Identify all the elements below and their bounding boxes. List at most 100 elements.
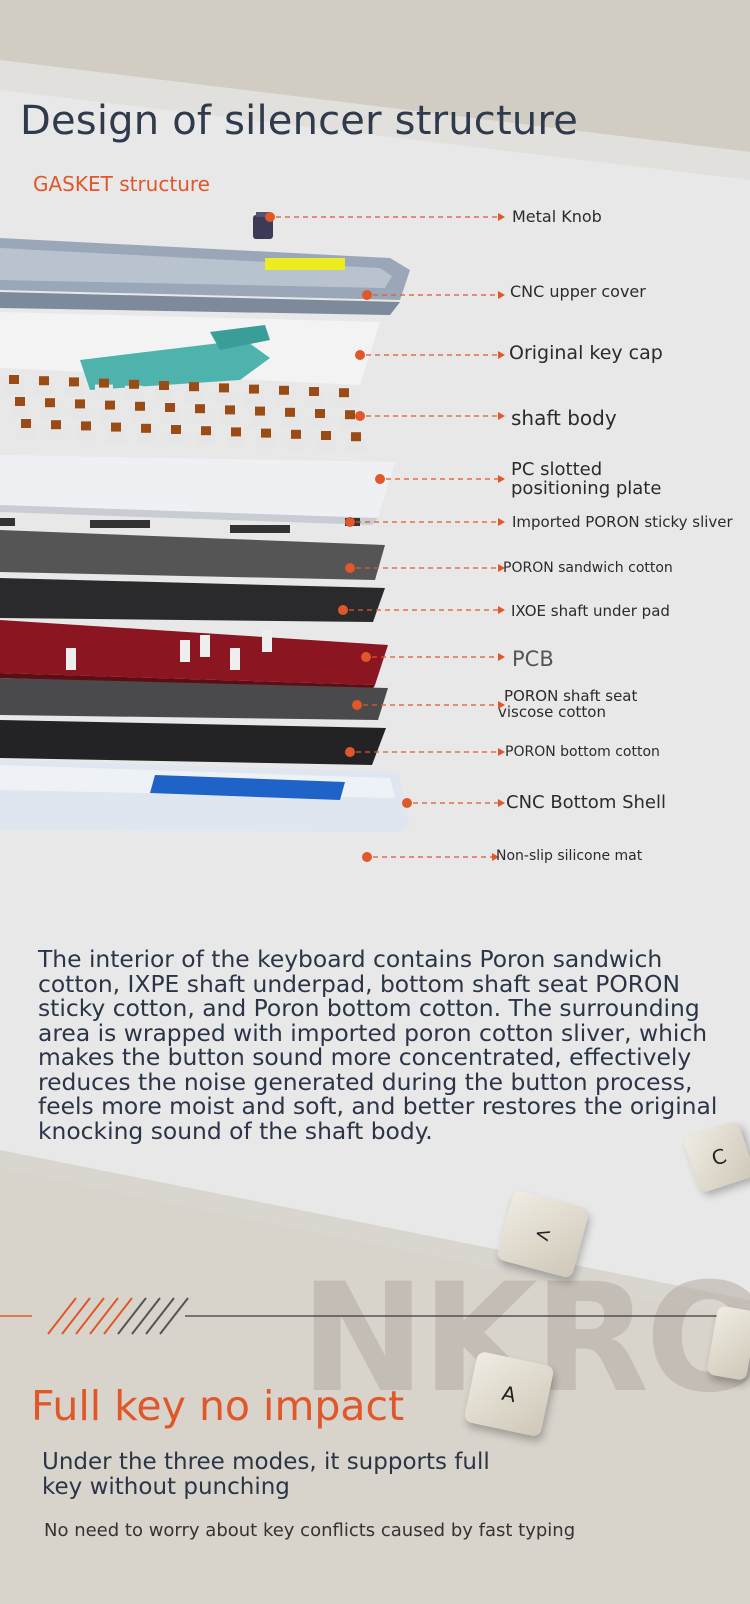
feature-text: Under the three modes, it supports full … xyxy=(42,1449,490,1500)
switch-body xyxy=(305,393,323,407)
switch-stem xyxy=(315,409,325,418)
label-shaft-seat-line2: viscose cotton xyxy=(498,703,606,721)
switch-stem xyxy=(75,399,85,409)
callout-dot xyxy=(338,605,348,615)
label-plate-line1: PC slotted xyxy=(511,459,603,480)
switch-body xyxy=(347,438,365,453)
callout-dot xyxy=(345,747,355,757)
label-sandwich-cotton: PORON sandwich cotton xyxy=(503,560,673,576)
switch-stem xyxy=(219,383,229,393)
switch-stem xyxy=(99,378,109,388)
divider-stripe xyxy=(89,1297,119,1335)
callout-dot xyxy=(402,798,412,808)
callout-arrow xyxy=(498,606,505,614)
description-paragraph: The interior of the keyboard contains Po… xyxy=(38,945,718,1145)
callout-arrow xyxy=(498,653,505,661)
feature-note: No need to worry about key conflicts cau… xyxy=(44,1520,576,1541)
callout-lines xyxy=(265,212,505,862)
callout-arrow xyxy=(498,518,505,526)
callout-arrow xyxy=(498,799,505,807)
switch-body xyxy=(155,387,173,401)
callout-dot xyxy=(345,517,355,527)
bottom-shell-graphic xyxy=(0,760,410,832)
switch-body xyxy=(11,403,29,417)
switch-stem xyxy=(39,376,49,386)
plate-graphic xyxy=(0,455,395,525)
divider-stripe xyxy=(47,1297,77,1335)
callout-dot xyxy=(375,474,385,484)
label-key-cap: Original key cap xyxy=(509,342,663,364)
switch-body xyxy=(167,431,185,445)
switch-stem xyxy=(321,431,331,440)
switch-stem xyxy=(15,397,25,406)
switch-body xyxy=(287,435,305,450)
under-pad-graphic xyxy=(0,578,385,622)
callout-arrow xyxy=(498,351,505,359)
switch-body xyxy=(215,389,233,404)
switch-body xyxy=(185,388,203,403)
callout-arrow xyxy=(498,475,505,483)
label-bottom-cotton: PORON bottom cotton xyxy=(505,744,660,760)
callout-dot xyxy=(362,290,372,300)
switch-stem xyxy=(159,381,169,390)
switch-body xyxy=(101,406,119,421)
switch-body xyxy=(77,427,95,442)
switch-stem xyxy=(339,388,349,398)
callout-dot xyxy=(345,563,355,573)
switch-body xyxy=(335,394,353,409)
sandwich-cotton-graphic xyxy=(0,530,385,580)
switch-body xyxy=(41,404,59,419)
label-sticky-sliver: Imported PORON sticky sliver xyxy=(512,513,733,531)
switch-body xyxy=(71,405,89,420)
callout-dot xyxy=(362,852,372,862)
switch-body xyxy=(95,384,113,399)
switch-stem xyxy=(225,405,235,415)
switch-stem xyxy=(285,407,295,417)
switch-body xyxy=(311,415,329,429)
switch-stem xyxy=(231,427,241,437)
divider-stripe xyxy=(117,1297,147,1335)
switch-body xyxy=(5,381,23,395)
section-divider xyxy=(0,1297,750,1335)
label-shaft-seat-line1: PORON shaft seat xyxy=(504,687,638,705)
switch-stem xyxy=(291,429,301,439)
switch-body xyxy=(161,409,179,423)
switch-stem xyxy=(249,384,259,394)
switch-stem xyxy=(189,382,199,392)
label-pcb: PCB xyxy=(512,647,554,671)
divider-stripe xyxy=(131,1297,161,1335)
switch-stem xyxy=(129,379,139,389)
divider-stripe xyxy=(75,1297,105,1335)
switch-body xyxy=(281,413,299,428)
switch-body xyxy=(245,390,263,405)
label-plate: PC slotted positioning plate xyxy=(511,460,661,498)
switch-stem xyxy=(81,421,91,431)
callout-arrow xyxy=(492,853,499,861)
upper-cover-graphic xyxy=(0,238,410,315)
switch-stem xyxy=(351,432,361,442)
divider-stripe xyxy=(145,1297,175,1335)
switch-stem xyxy=(105,400,115,410)
callout-arrow xyxy=(498,412,505,420)
switch-body xyxy=(257,434,275,449)
divider-stripe xyxy=(103,1297,133,1335)
switch-stem xyxy=(69,377,79,387)
exploded-diagram xyxy=(0,212,505,862)
label-metal-knob: Metal Knob xyxy=(512,207,602,226)
switch-stem xyxy=(345,410,355,420)
switch-stem xyxy=(51,420,61,430)
switch-stem xyxy=(279,385,289,395)
switch-body xyxy=(275,391,293,406)
switch-body xyxy=(341,416,359,431)
switch-body xyxy=(47,426,65,441)
label-silicone-mat: Non-slip silicone mat xyxy=(496,848,643,864)
divider-stripe xyxy=(159,1297,189,1335)
switch-body xyxy=(131,407,149,422)
label-bottom-shell: CNC Bottom Shell xyxy=(506,792,666,813)
switch-stem xyxy=(309,387,319,396)
label-shaft-body: shaft body xyxy=(511,406,617,430)
shaft-seat-cotton-graphic xyxy=(0,678,388,720)
switch-stem xyxy=(45,398,55,408)
switch-body xyxy=(221,411,239,426)
switch-stem xyxy=(165,403,175,412)
